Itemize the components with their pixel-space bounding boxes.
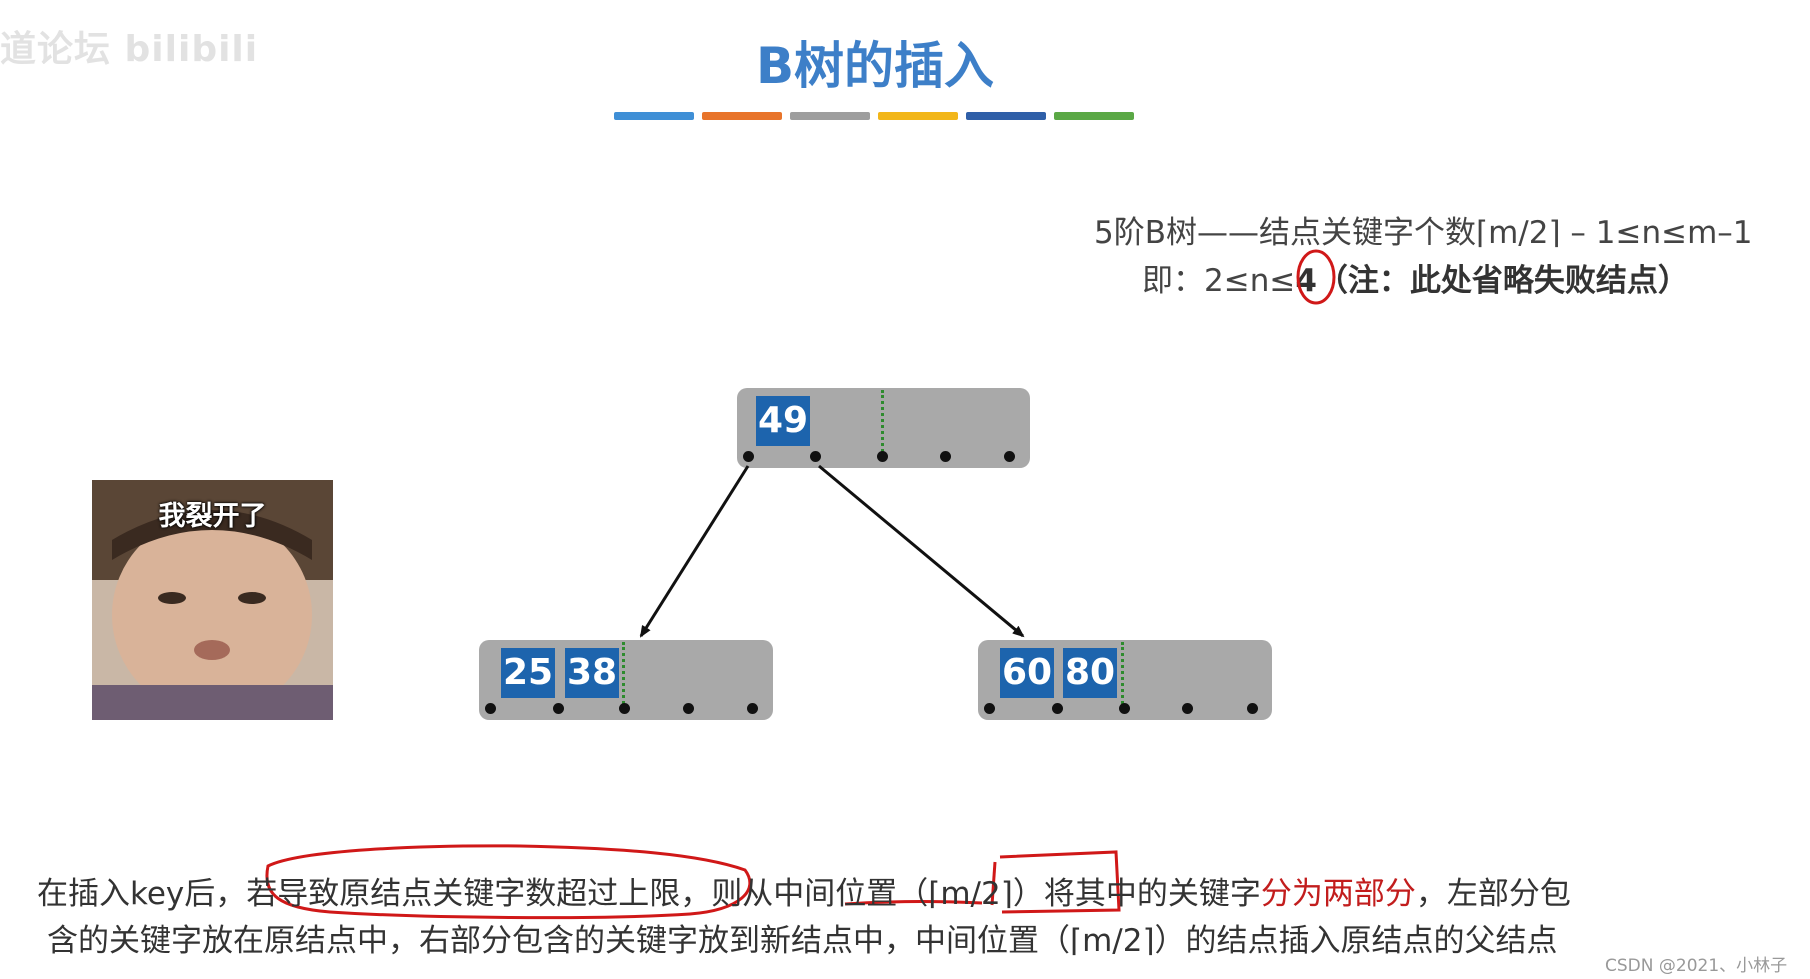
red-ellipse-annotation xyxy=(265,844,752,920)
red-tick-annotation xyxy=(990,861,997,906)
formula-prefix: 即：2≤n≤ xyxy=(1142,263,1296,299)
baby-face-image xyxy=(92,480,333,720)
explanation-line-2: 含的关键字放在原结点中，右部分包含的关键字放到新结点中，中间位置（⌈m/2⌉）的… xyxy=(47,923,1558,959)
pointer-dot xyxy=(984,703,995,714)
split-marker xyxy=(622,642,625,704)
page-title: B树的插入 xyxy=(755,37,995,95)
pointer-dot xyxy=(743,451,754,462)
watermark: 道论坛 bilibili xyxy=(0,29,259,70)
explanation-line-1: 在插入key后，若导致原结点关键字数超过上限，则从中间位置（⌈m/2⌉）将其中的… xyxy=(37,868,1571,913)
pointer-dot xyxy=(485,703,496,714)
pointer-dot xyxy=(1247,703,1258,714)
key-25: 25 xyxy=(501,648,555,698)
pointer-dot xyxy=(1182,703,1193,714)
pointer-dot xyxy=(553,703,564,714)
color-bar xyxy=(702,112,782,120)
red-underline-annotation xyxy=(844,900,983,906)
pointer-dot xyxy=(747,703,758,714)
pointer-dot xyxy=(940,451,951,462)
text-span: ，左部分包 xyxy=(1415,876,1571,912)
red-circle-annotation xyxy=(1296,249,1336,305)
meme-caption: 我裂开了 xyxy=(158,501,267,532)
title-color-bars xyxy=(614,112,1134,120)
pointer-dot xyxy=(877,451,888,462)
pointer-dot xyxy=(1052,703,1063,714)
text-span: 在插入key后， xyxy=(37,876,247,912)
color-bar xyxy=(878,112,958,120)
text-span: 则从中间位置（⌈m/2⌉）将其中的关键字 xyxy=(711,876,1261,912)
formula-line-1: 5阶B树——结点关键字个数⌈m/2⌉ – 1≤n≤m–1 xyxy=(1094,215,1753,251)
split-marker xyxy=(1121,642,1124,704)
red-bracket-annotation xyxy=(999,850,1121,914)
formula-line-2: 即：2≤n≤4（注：此处省略失败结点） xyxy=(1142,255,1689,300)
edge-root-to-left xyxy=(639,465,750,638)
pointer-dot xyxy=(683,703,694,714)
edge-root-to-right xyxy=(818,464,1025,638)
color-bar xyxy=(1054,112,1134,120)
key-49: 49 xyxy=(756,396,810,446)
key-60: 60 xyxy=(1000,648,1054,698)
csdn-watermark: CSDN @2021、小林子 xyxy=(1605,956,1788,976)
color-bar xyxy=(966,112,1046,120)
color-bar xyxy=(790,112,870,120)
pointer-dot xyxy=(619,703,630,714)
pointer-dot xyxy=(810,451,821,462)
pointer-dot xyxy=(1119,703,1130,714)
pointer-dot xyxy=(1004,451,1015,462)
text-span-highlighted: 若导致原结点关键字数超过上限， xyxy=(246,876,712,912)
text-span-red: 分为两部分 xyxy=(1260,876,1416,912)
tree-node-left: 25 38 xyxy=(479,640,773,720)
formula-note: （注：此处省略失败结点） xyxy=(1316,263,1689,299)
key-80: 80 xyxy=(1063,648,1117,698)
tree-node-right: 60 80 xyxy=(978,640,1272,720)
color-bar xyxy=(614,112,694,120)
key-38: 38 xyxy=(565,648,619,698)
meme-photo: 我裂开了 xyxy=(92,480,333,720)
split-marker xyxy=(881,390,884,452)
tree-node-root: 49 xyxy=(737,388,1030,468)
